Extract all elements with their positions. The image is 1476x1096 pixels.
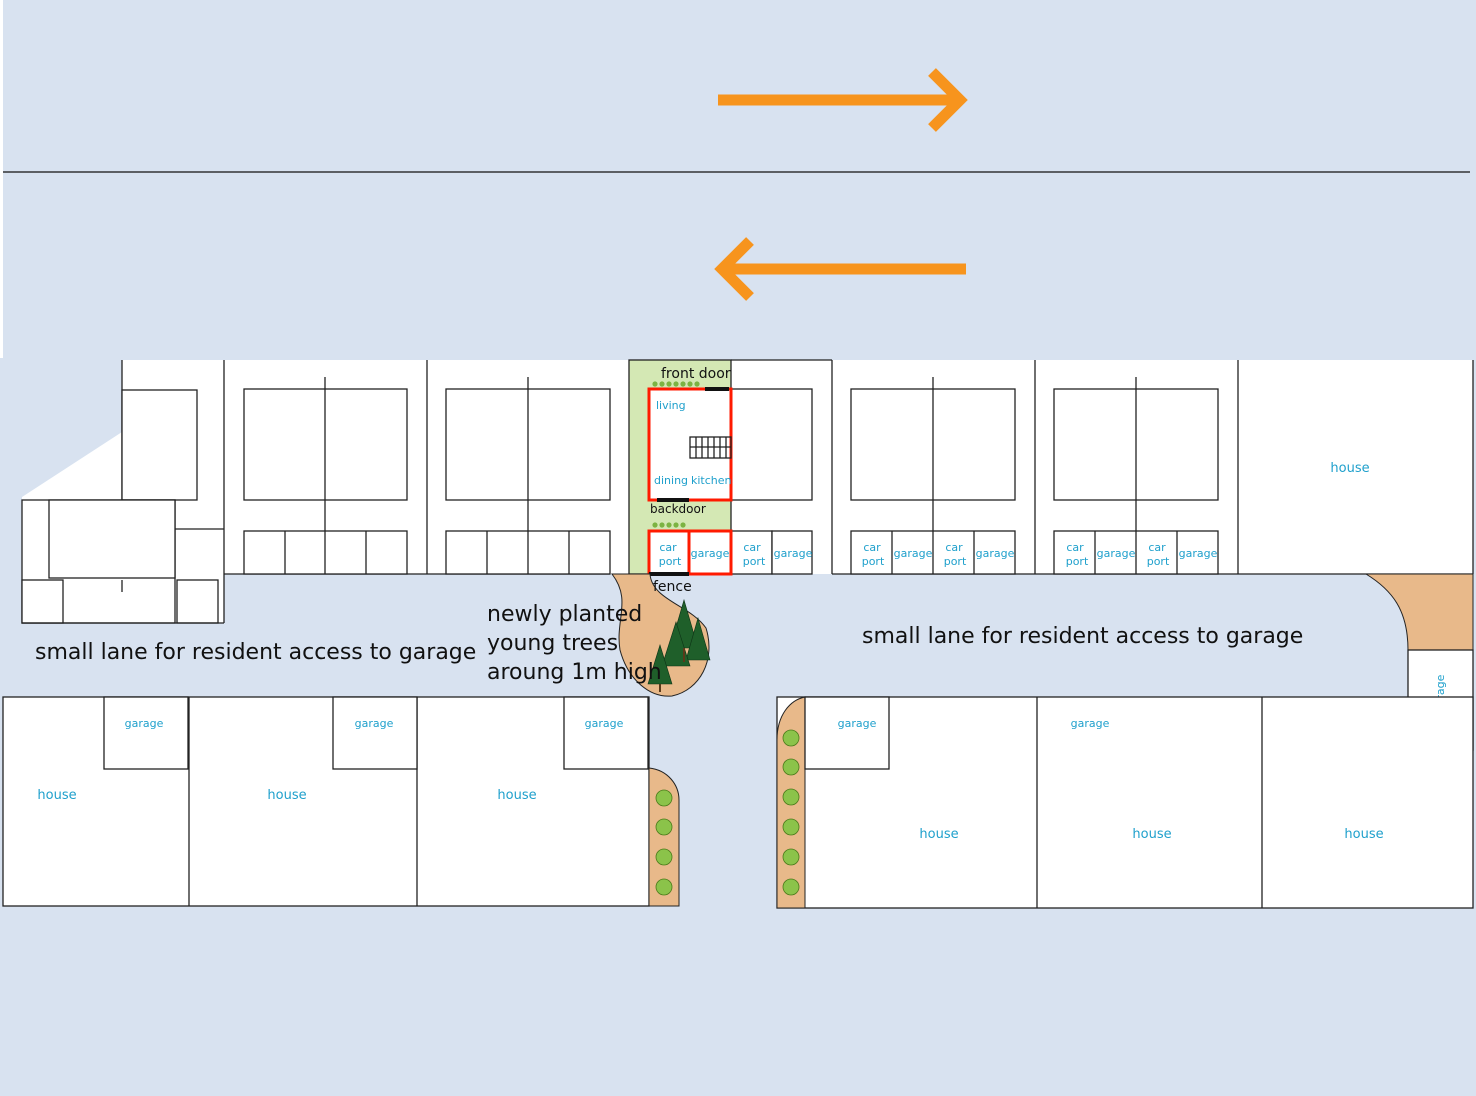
svg-text:living: living <box>656 399 686 412</box>
svg-text:port: port <box>944 555 967 568</box>
svg-text:garage: garage <box>1179 547 1218 560</box>
svg-text:garage: garage <box>976 547 1015 560</box>
top-row-lots <box>21 359 1474 624</box>
svg-text:newly planted: newly planted <box>487 602 642 627</box>
svg-text:port: port <box>1147 555 1170 568</box>
svg-text:port: port <box>862 555 885 568</box>
svg-text:car: car <box>1066 541 1084 554</box>
svg-text:port: port <box>743 555 766 568</box>
svg-text:port: port <box>1066 555 1089 568</box>
svg-text:house: house <box>1344 827 1383 842</box>
svg-text:house: house <box>1330 461 1369 476</box>
svg-text:car: car <box>1148 541 1166 554</box>
svg-text:house: house <box>1132 827 1171 842</box>
svg-text:car: car <box>743 541 761 554</box>
svg-text:car: car <box>659 541 677 554</box>
lane-label-left: small lane for resident access to garage <box>35 640 476 665</box>
left-border <box>0 0 3 358</box>
svg-text:car: car <box>945 541 963 554</box>
svg-text:kitchen: kitchen <box>691 474 732 487</box>
stairs-icon <box>689 436 732 459</box>
svg-text:garage: garage <box>355 717 394 730</box>
front-door-label: front door <box>661 366 731 382</box>
svg-text:backdoor: backdoor <box>650 502 706 516</box>
trees-note: newly planted young trees aroung 1m high <box>487 602 662 685</box>
highlighted-lot: front door living dining kitchen backdoo… <box>628 359 733 576</box>
svg-text:garage: garage <box>125 717 164 730</box>
svg-text:garage: garage <box>838 717 877 730</box>
svg-text:garage: garage <box>1097 547 1136 560</box>
svg-text:garage: garage <box>585 717 624 730</box>
svg-text:aroung 1m high: aroung 1m high <box>487 660 662 685</box>
shrub-row-icon <box>652 381 700 528</box>
svg-text:dining: dining <box>654 474 688 487</box>
svg-text:car: car <box>863 541 881 554</box>
svg-text:house: house <box>919 827 958 842</box>
arrow-left-icon <box>714 237 966 301</box>
lane-label-right: small lane for resident access to garage <box>862 624 1303 649</box>
palm-shrubs-icon <box>655 729 800 896</box>
svg-text:garage: garage <box>774 547 813 560</box>
svg-text:garage: garage <box>1071 717 1110 730</box>
bottom-left-block: garage garage garage house house house <box>2 696 680 907</box>
svg-text:young trees: young trees <box>487 631 618 656</box>
arrow-right-icon <box>718 68 968 132</box>
svg-text:garage: garage <box>894 547 933 560</box>
bottom-right-block: garage garage house house house <box>776 696 1474 909</box>
svg-text:house: house <box>267 788 306 803</box>
svg-text:garage: garage <box>691 547 730 560</box>
svg-text:house: house <box>37 788 76 803</box>
svg-text:house: house <box>497 788 536 803</box>
fence-label: fence <box>653 579 692 595</box>
pine-trees-icon <box>647 598 711 692</box>
svg-text:port: port <box>659 555 682 568</box>
